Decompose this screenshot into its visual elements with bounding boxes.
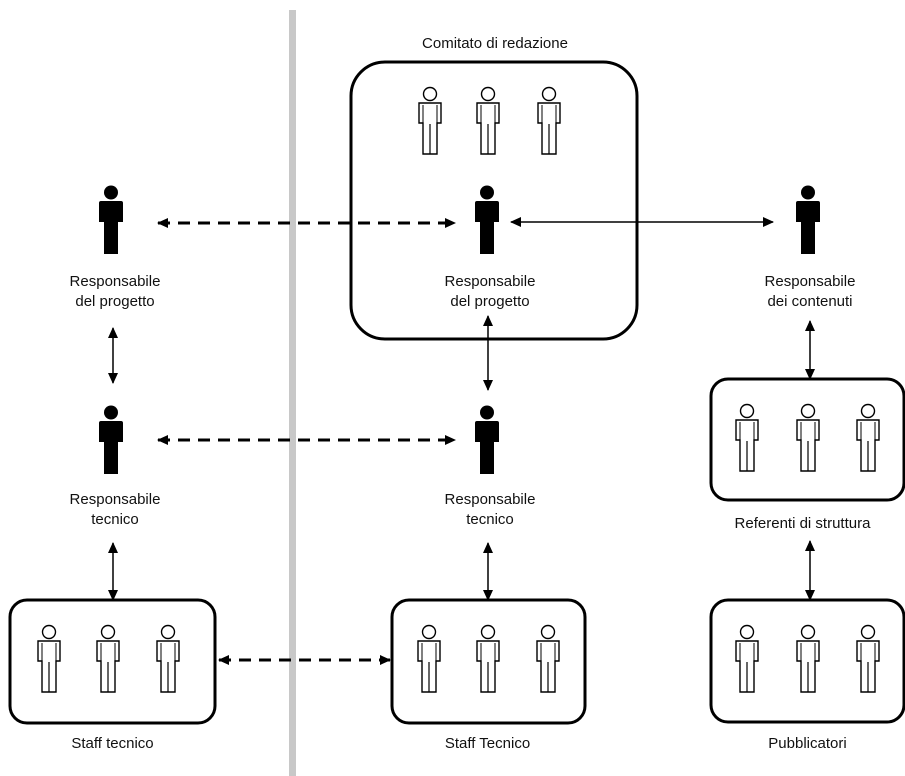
committee-member-icon xyxy=(418,86,442,155)
left-project-manager-label: Responsabile del progetto xyxy=(30,272,200,312)
committee-member-icon xyxy=(476,86,500,155)
publishers-label: Pubblicatori xyxy=(768,735,847,752)
label-line: Responsabile xyxy=(444,491,536,508)
label-line: Responsabile xyxy=(69,491,161,508)
center-project-manager-icon xyxy=(475,185,499,254)
content-manager-icon xyxy=(796,185,820,254)
left-tech-manager-label: Responsabile tecnico xyxy=(30,490,200,530)
center-staff-label: Staff Tecnico xyxy=(444,735,531,752)
label-line: Responsabile xyxy=(764,273,856,290)
committee-label: Comitato di redazione xyxy=(422,35,568,52)
center-project-manager-label: Responsabile del progetto xyxy=(405,272,575,312)
label-line: tecnico xyxy=(466,511,514,528)
left-staff-member-icon xyxy=(156,624,180,693)
label-line: del progetto xyxy=(75,293,155,310)
label-line: Responsabile xyxy=(444,273,536,290)
referents-label: Referenti di struttura xyxy=(734,515,871,532)
center-staff-member-icon xyxy=(536,624,560,693)
referent-member-icon xyxy=(735,403,759,472)
committee-member-icon xyxy=(537,86,561,155)
left-staff-member-icon xyxy=(96,624,120,693)
publisher-member-icon xyxy=(796,624,820,693)
center-tech-manager-icon xyxy=(475,405,499,474)
left-staff-label: Staff tecnico xyxy=(71,735,154,752)
center-tech-manager-label: Responsabile tecnico xyxy=(405,490,575,530)
left-project-manager-icon xyxy=(99,185,123,254)
label-line: del progetto xyxy=(450,293,530,310)
publisher-member-icon xyxy=(856,624,880,693)
content-manager-label: Responsabile dei contenuti xyxy=(725,272,895,312)
left-staff-member-icon xyxy=(37,624,61,693)
divider-line xyxy=(289,10,296,776)
referent-member-icon xyxy=(856,403,880,472)
label-line: Responsabile xyxy=(69,273,161,290)
center-staff-member-icon xyxy=(417,624,441,693)
label-line: tecnico xyxy=(91,511,139,528)
label-line: dei contenuti xyxy=(767,293,853,310)
referent-member-icon xyxy=(796,403,820,472)
committee-box xyxy=(349,60,639,341)
center-staff-member-icon xyxy=(476,624,500,693)
publisher-member-icon xyxy=(735,624,759,693)
left-tech-manager-icon xyxy=(99,405,123,474)
